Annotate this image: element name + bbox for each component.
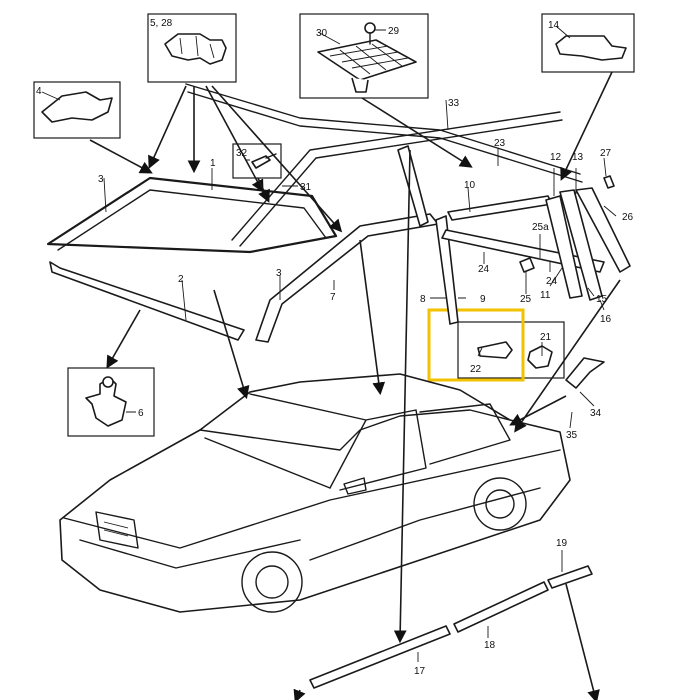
highlight-box <box>427 308 525 382</box>
label-29: 29 <box>388 26 400 37</box>
label-23: 23 <box>494 138 506 149</box>
label-10: 10 <box>464 180 476 191</box>
inset-box-14 <box>541 13 635 73</box>
label-21: 21 <box>540 332 552 343</box>
door-frame-mouldings <box>397 145 631 389</box>
inset-box-4 <box>33 81 121 139</box>
label-27: 27 <box>600 148 612 159</box>
label-5-28: 5, 28 <box>150 18 173 29</box>
label-34: 34 <box>590 408 602 419</box>
label-8: 8 <box>420 294 426 305</box>
label-30: 30 <box>316 28 328 39</box>
label-3-mid: 3 <box>276 268 282 279</box>
callout-labels: 5, 28 29 30 14 4 33 32 1 3 31 23 12 13 2… <box>36 18 634 677</box>
label-33: 33 <box>448 98 460 109</box>
car-body <box>59 373 571 613</box>
roof-moulding-assembly <box>46 83 583 343</box>
label-9: 9 <box>480 294 486 305</box>
label-15: 15 <box>596 294 608 305</box>
inset-box-5-28 <box>147 13 237 83</box>
inset-box-30-29 <box>299 13 429 99</box>
label-24-right: 24 <box>546 276 558 287</box>
label-6: 6 <box>138 408 144 419</box>
inset-box-22-21 <box>457 321 565 379</box>
label-12: 12 <box>550 152 562 163</box>
inset-box-32 <box>232 143 282 179</box>
label-26: 26 <box>622 212 634 223</box>
label-4: 4 <box>36 86 42 97</box>
label-7: 7 <box>330 292 336 303</box>
label-17: 17 <box>414 666 426 677</box>
label-16: 16 <box>600 314 612 325</box>
label-18: 18 <box>484 640 496 651</box>
label-2: 2 <box>178 274 184 285</box>
label-19: 19 <box>556 538 568 549</box>
label-22: 22 <box>470 364 482 375</box>
label-32: 32 <box>236 148 248 159</box>
label-35: 35 <box>566 430 578 441</box>
label-3-top: 3 <box>98 174 104 185</box>
label-1: 1 <box>210 158 216 169</box>
label-13: 13 <box>572 152 584 163</box>
label-11: 11 <box>540 290 551 301</box>
label-14: 14 <box>548 20 560 31</box>
side-trim-strips <box>309 565 593 689</box>
label-25: 25 <box>520 294 532 305</box>
inset-box-6 <box>67 367 155 437</box>
leader-lines <box>41 25 621 700</box>
label-24-left: 24 <box>478 264 490 275</box>
label-25a: 25a <box>532 222 549 233</box>
label-31: 31 <box>300 182 312 193</box>
